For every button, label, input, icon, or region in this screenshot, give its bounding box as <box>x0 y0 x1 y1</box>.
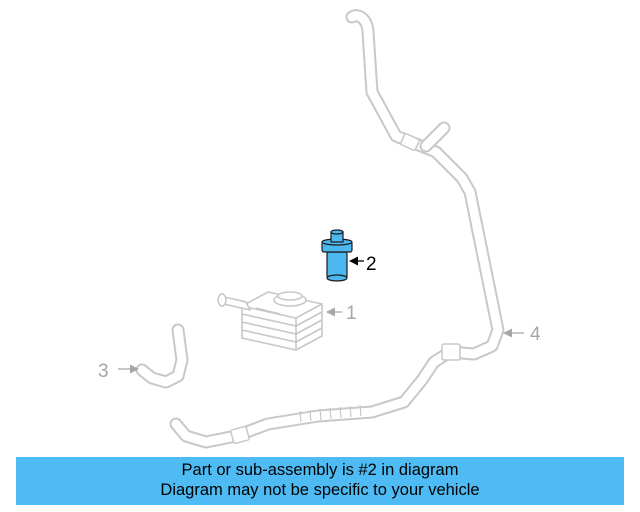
part-4-hose <box>169 9 505 449</box>
callout-leaders <box>118 256 524 374</box>
banner-line-part: Part or sub-assembly is #2 in diagram <box>181 461 459 479</box>
part-2-highlighted <box>321 229 353 282</box>
banner-line-disclaimer: Diagram may not be specific to your vehi… <box>160 481 480 499</box>
callout-2: 2 <box>366 254 377 275</box>
callout-1: 1 <box>346 303 357 324</box>
part-1-oil-cooler <box>217 291 323 351</box>
part-3-hose <box>135 323 189 389</box>
callout-3: 3 <box>98 361 109 382</box>
callout-4: 4 <box>530 324 541 345</box>
info-banner: Part or sub-assembly is #2 in diagram Di… <box>16 457 624 505</box>
